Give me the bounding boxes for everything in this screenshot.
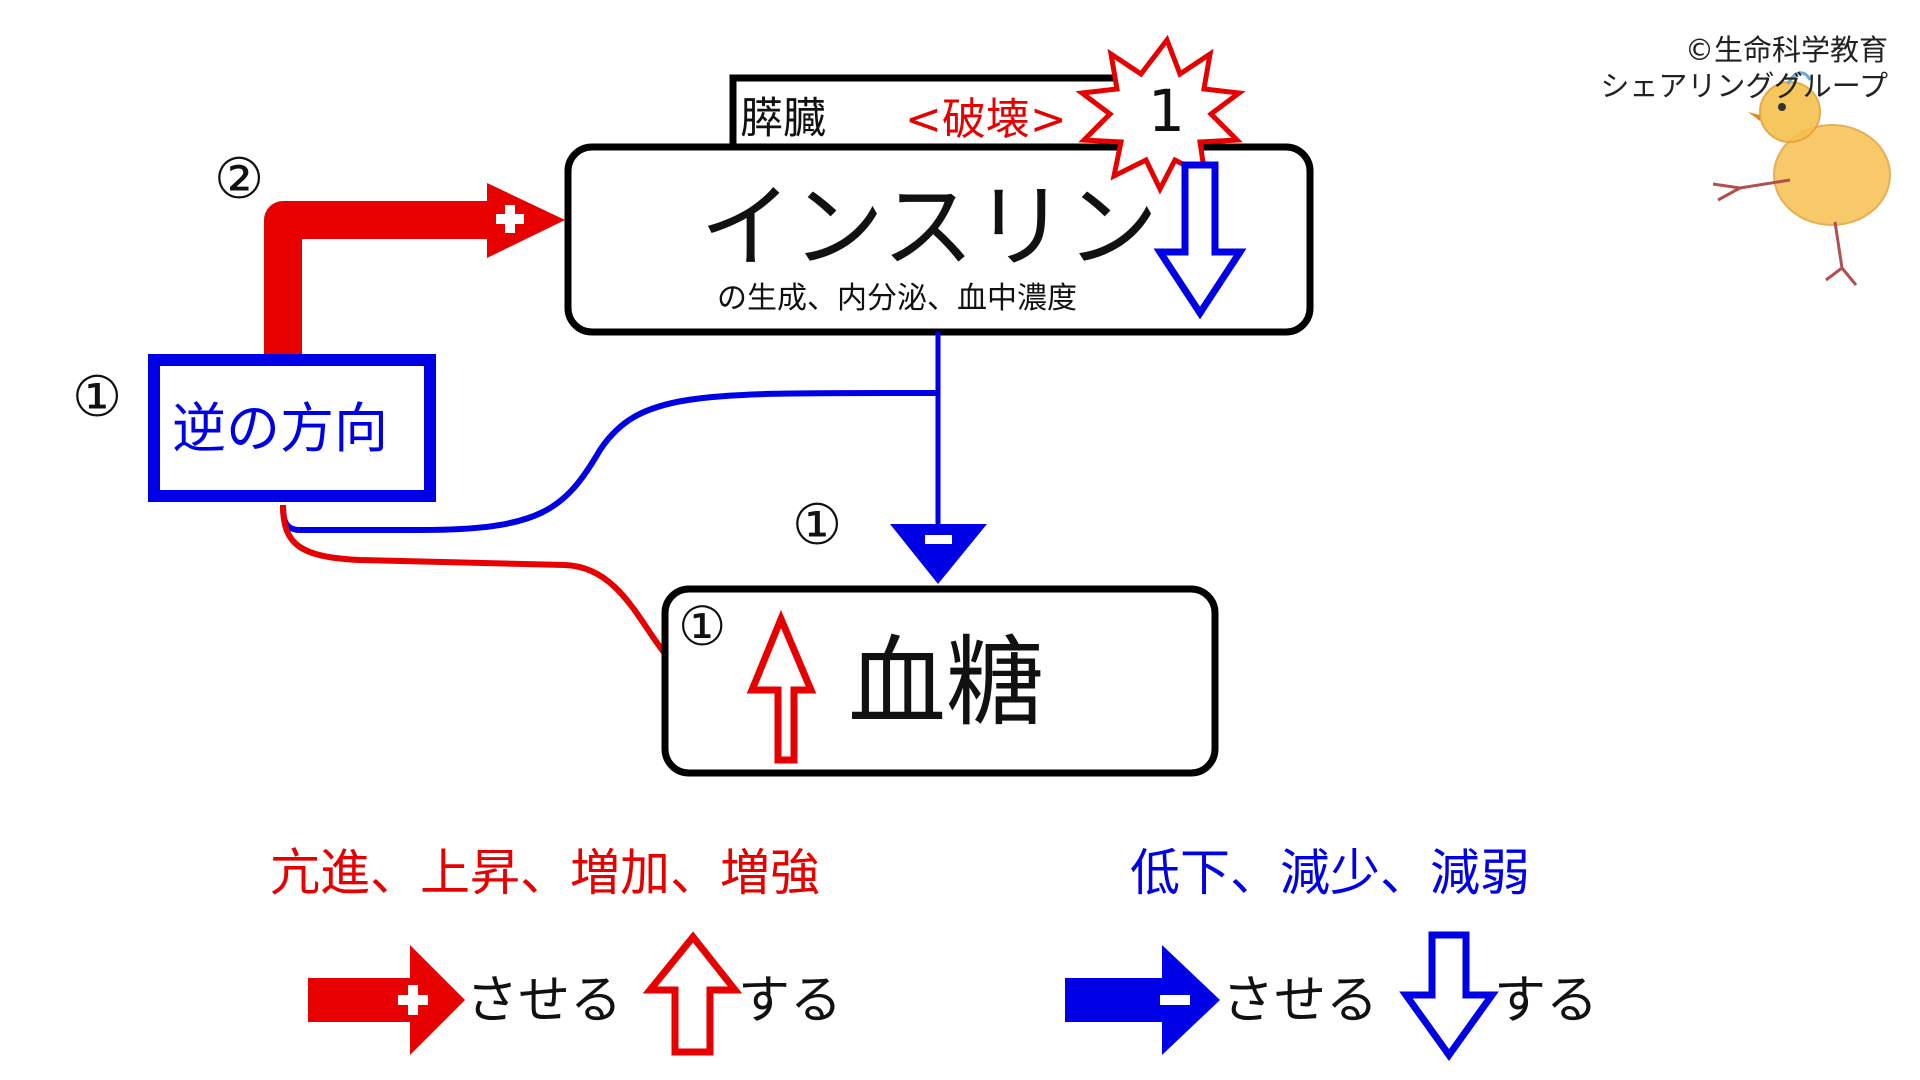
- insulin-subtitle: の生成、内分泌、血中濃度: [717, 281, 1077, 316]
- legend-red-terms: 亢進、上昇、増加、増強: [270, 844, 820, 902]
- reverse-box-label: 逆の方向: [172, 397, 388, 460]
- copyright-line-1: ©生命科学教育: [1684, 33, 1888, 67]
- minus-arrow-head: [890, 524, 987, 584]
- marker-positive-arrow: ②: [214, 147, 265, 212]
- explosion-star-icon: [1075, 34, 1246, 195]
- legend-up-arrow: [642, 931, 743, 1056]
- legend-blue-down-text: する: [1494, 971, 1599, 1031]
- positive-effect-arrow: [264, 201, 495, 358]
- pancreas-label: 膵臓: [740, 94, 826, 144]
- legend-blue-inhibit-text: させる: [1222, 971, 1379, 1031]
- legend-red-promote-text: させる: [466, 971, 623, 1031]
- pancreas-destroy-label: <破壊>: [905, 94, 1067, 145]
- legend-blue-terms: 低下、減少、減弱: [1130, 844, 1530, 902]
- legend-red-up-text: する: [738, 971, 843, 1031]
- reverse-box: [148, 354, 436, 502]
- minus-icon: [925, 535, 952, 544]
- sugar-up-arrow: [746, 609, 817, 764]
- plus-icon-v: [505, 205, 515, 233]
- chick-drawing-icon: [1712, 71, 1891, 286]
- blood-sugar-label: 血糖: [848, 626, 1045, 740]
- marker-minus-arrow: ①: [792, 493, 843, 558]
- marker-sugar-up: ①: [678, 595, 727, 658]
- blue-link-curve: [280, 389, 939, 533]
- blood-sugar-box: [661, 585, 1219, 777]
- legend-down-arrow: [1399, 931, 1499, 1062]
- legend-inhibit-arrow: [1065, 945, 1220, 1055]
- legend-promote-arrow: [308, 945, 465, 1055]
- insulin-title: インスリン: [700, 174, 1159, 281]
- copyright-line-2: シェアリンググループ: [1600, 69, 1888, 103]
- explosion-badge-number: 1: [1148, 77, 1185, 145]
- insulin-down-arrow: [1153, 161, 1247, 320]
- positive-arrow-head: [487, 183, 565, 258]
- marker-reverse: ①: [72, 365, 123, 430]
